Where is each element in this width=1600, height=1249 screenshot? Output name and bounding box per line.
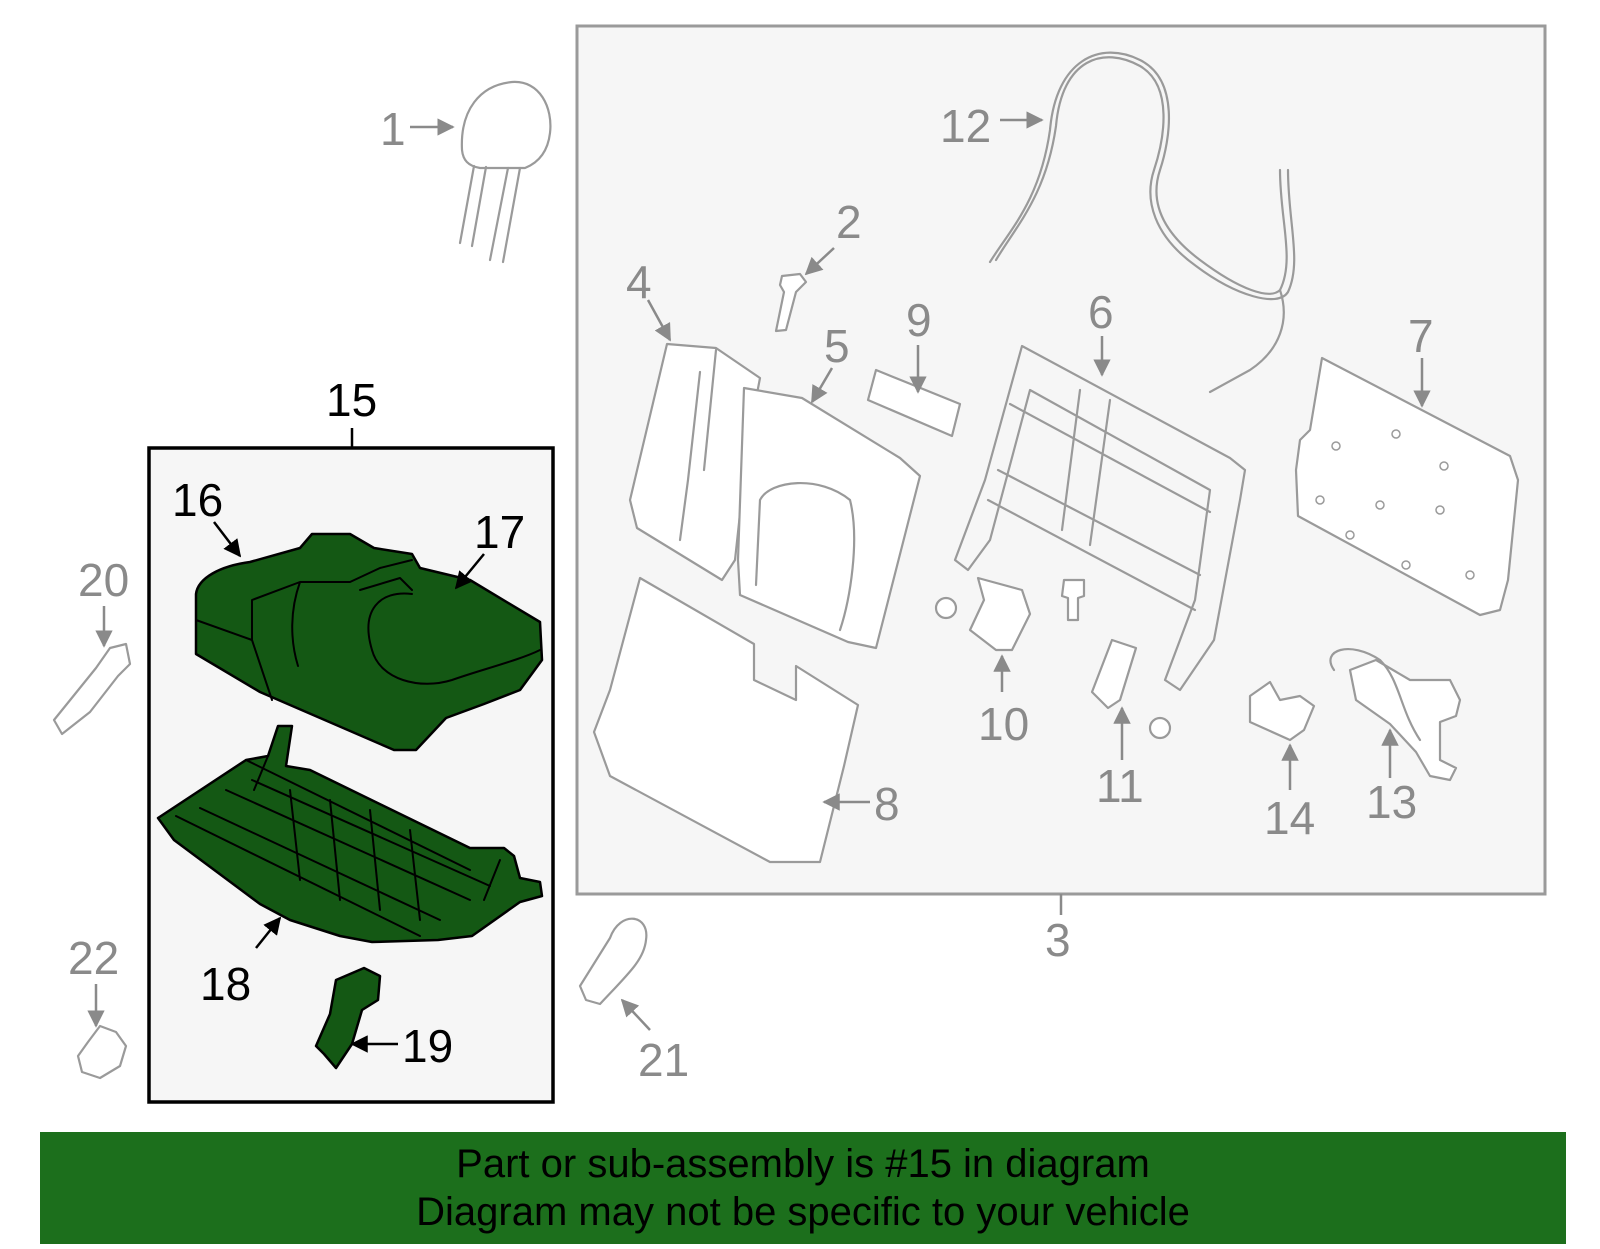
- bracket-part: [934, 576, 1086, 652]
- seat-back-pad-left-part: [628, 342, 762, 582]
- back-panel-part: [1294, 356, 1520, 617]
- callout-22: 22: [68, 932, 119, 984]
- callout-4-leader: [646, 299, 672, 342]
- guide-part: [774, 272, 808, 333]
- cushion-frame-part: [156, 724, 544, 944]
- cable-part: [988, 51, 1296, 394]
- callout-21-leader: [620, 998, 651, 1031]
- callout-19: 19: [402, 1020, 453, 1072]
- diagram-notice-banner: Part or sub-assembly is #15 in diagram D…: [40, 1132, 1566, 1244]
- label-part: [866, 368, 962, 438]
- seat-back-pad-center-part: [736, 386, 922, 650]
- callout-16: 16: [172, 474, 223, 526]
- callout-6: 6: [1088, 286, 1114, 338]
- callout-17: 17: [474, 506, 525, 558]
- callout-2-leader: [804, 247, 835, 276]
- notice-line-disclaimer: Diagram may not be specific to your vehi…: [416, 1190, 1190, 1234]
- cover-part: [1090, 638, 1172, 740]
- callout-21: 21: [638, 1034, 689, 1086]
- clip-part: [76, 1024, 128, 1080]
- callout-9: 9: [906, 294, 932, 346]
- callout-18-leader: [255, 916, 282, 949]
- callout-10: 10: [978, 698, 1029, 750]
- callout-17-leader: [454, 553, 485, 590]
- headrest-part: [458, 80, 552, 264]
- callout-5: 5: [824, 320, 850, 372]
- callout-3: 3: [1045, 914, 1071, 966]
- seat-back-board-part: [592, 576, 860, 864]
- callout-20: 20: [78, 554, 129, 606]
- trim-left-part: [52, 642, 132, 736]
- callout-2: 2: [836, 196, 862, 248]
- callout-7: 7: [1408, 310, 1434, 362]
- callout-12: 12: [940, 100, 991, 152]
- callout-16-leader: [213, 521, 242, 558]
- callout-5-leader: [810, 367, 834, 404]
- small-bracket-part: [1248, 680, 1316, 742]
- trim-right-part: [578, 917, 648, 1006]
- callout-8: 8: [874, 778, 900, 830]
- seat-back-frame-part: [953, 344, 1247, 692]
- callout-11: 11: [1096, 760, 1144, 812]
- callout-13: 13: [1366, 776, 1417, 828]
- notice-line-part-number: Part or sub-assembly is #15 in diagram: [456, 1142, 1150, 1186]
- callout-15: 15: [326, 374, 377, 426]
- callout-18: 18: [200, 958, 251, 1010]
- callout-4: 4: [626, 256, 652, 308]
- callout-14: 14: [1264, 792, 1315, 844]
- callout-1: 1: [380, 103, 406, 155]
